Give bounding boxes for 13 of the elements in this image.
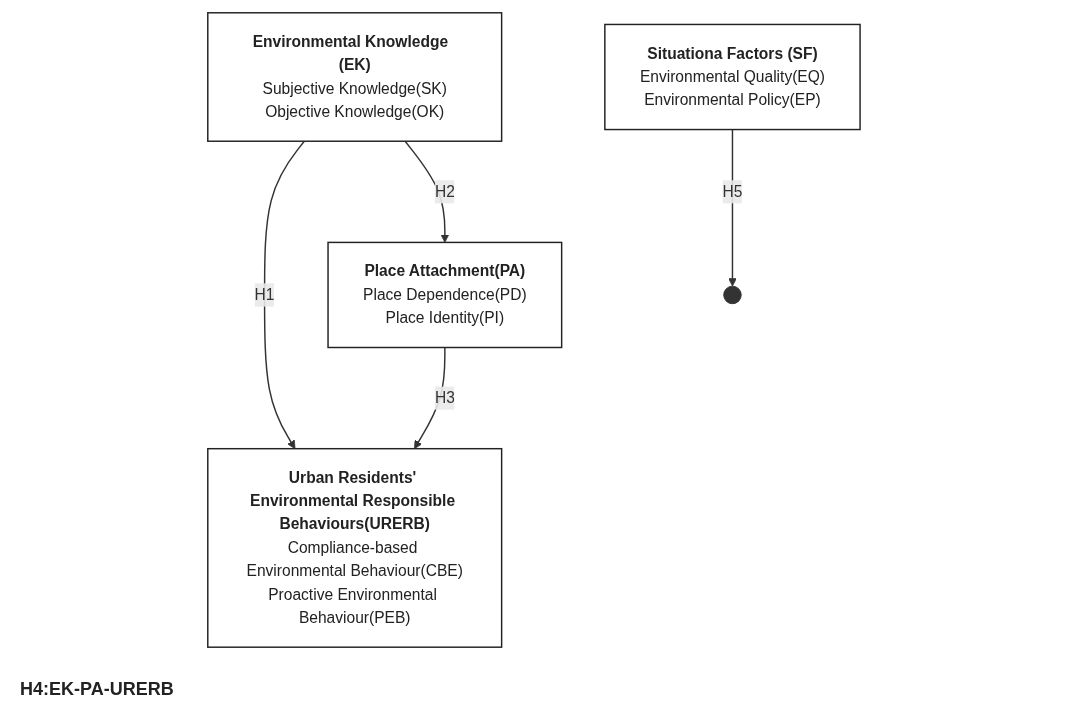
edge-label: H3 [434,389,455,406]
arrow [263,140,306,450]
node-box: Environmental Knowledge (EK) Subjective Knowledge(SK) Objective Knowledge(OK) [207,12,503,142]
arrow [728,128,737,287]
node-box: Urban Residents' Environmental Responsible Behaviours(URERB) Compliance-based Environmental Behaviour(CBE) Proactive Environmental Behaviour(PEB) [207,447,503,648]
arrow [404,140,450,243]
edge-label: H2 [434,183,455,200]
node-box: Situationa Factors (SF) Environmental Quality(EQ) Environmental Policy(EP) [604,23,861,131]
edge-label: H1 [254,286,275,303]
edge-label: H5 [722,183,743,200]
arrow [414,346,446,450]
hypothesis-note: H4:EK-PA-URERB [20,679,174,700]
node-box: Place Attachment(PA) Place Dependence(PD) Place Identity(PI) [327,241,563,349]
